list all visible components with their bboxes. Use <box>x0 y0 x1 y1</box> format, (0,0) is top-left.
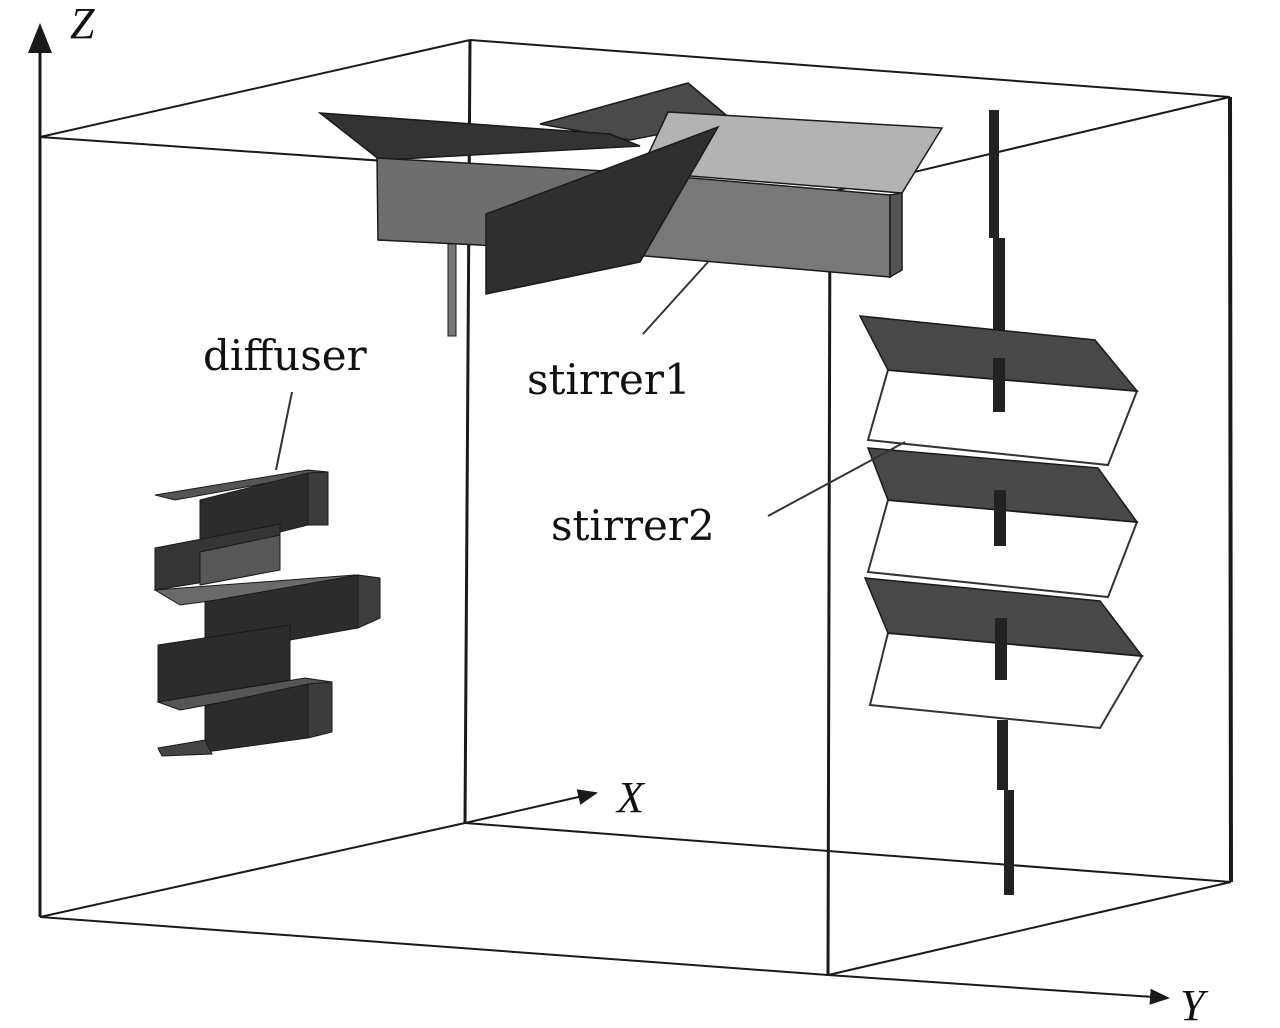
stirrer1-support-rod <box>447 243 457 337</box>
stirrer1-hub-end-face <box>889 192 903 279</box>
stirrer2-assembly <box>858 110 1144 895</box>
stirrer2-blade-2 <box>866 447 1139 523</box>
stirrer1-assembly <box>317 82 944 337</box>
stirrer2-shaft-through-1 <box>993 358 1005 412</box>
stirrer1-leader-line <box>642 261 709 335</box>
bottom-left-depth-edge <box>39 822 466 918</box>
stirrer1-label: stirrer1 <box>527 355 691 404</box>
y-axis-label: Y <box>1180 981 1209 1028</box>
diffuser-bottom-lip <box>157 739 213 757</box>
diffuser-block-2-shade <box>199 534 281 586</box>
stirrer1-left-blade <box>317 112 641 161</box>
diffuser-block-3-side <box>357 574 381 629</box>
stirrer2-label: stirrer2 <box>551 501 715 550</box>
stirrer2-shaft-through-3 <box>995 618 1007 680</box>
top-left-depth-edge <box>39 39 471 138</box>
coordinate-axes: Z X Y <box>28 0 1209 1028</box>
y-axis-arrow <box>827 974 1170 1005</box>
front-bottom-edge <box>39 916 829 976</box>
stirrer2-shaft-bottom-b <box>1004 790 1014 895</box>
stirrer2-shaft-bottom-a <box>997 720 1008 790</box>
diffuser-block-5-side <box>307 681 333 739</box>
stirrer2-shaft-top <box>989 110 999 238</box>
bottom-right-depth-edge <box>827 881 1232 976</box>
diffuser-label: diffuser <box>203 331 368 380</box>
diffuser-block-1-side <box>307 471 329 526</box>
stirrer2-blade-3 <box>863 577 1144 657</box>
stirrer2-blade-1 <box>858 315 1139 392</box>
stirrer1-front-blade <box>485 125 720 295</box>
back-bottom-edge <box>464 822 1232 883</box>
diffuser-leader-line <box>275 391 293 471</box>
stirrer2-leader-line <box>767 441 906 517</box>
z-axis-label: Z <box>70 0 95 48</box>
back-left-edge <box>463 39 472 824</box>
x-axis-arrow <box>464 789 598 824</box>
stirrer2-shaft-through-2 <box>994 490 1006 546</box>
back-top-edge <box>469 39 1231 98</box>
back-right-edge <box>1228 96 1233 883</box>
front-right-edge <box>826 191 832 976</box>
diffuser-assembly <box>153 469 381 757</box>
x-axis-label: X <box>615 773 646 822</box>
